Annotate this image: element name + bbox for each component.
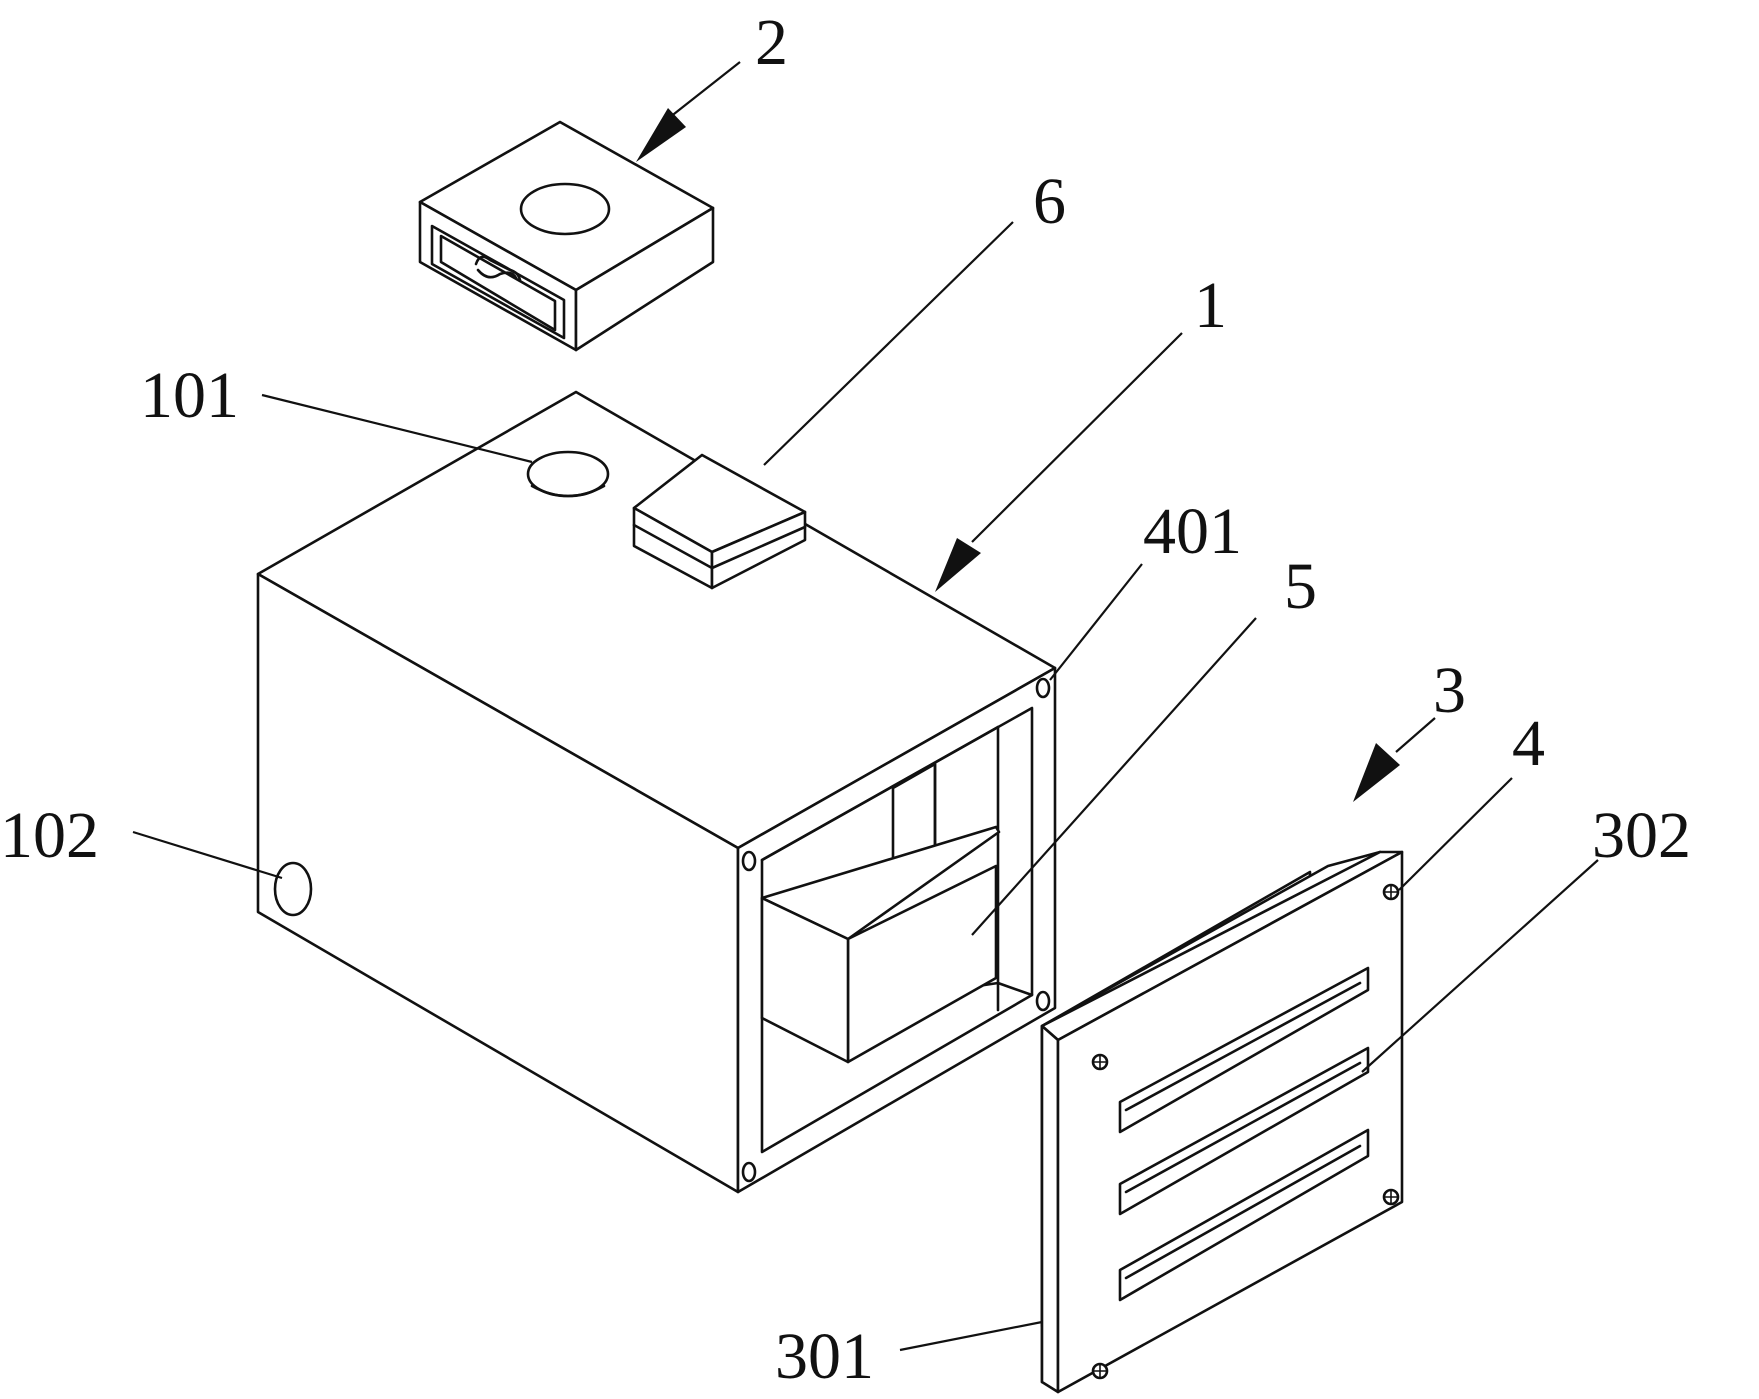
label-101: 101: [140, 359, 239, 432]
drawer-slot-inner: [439, 234, 557, 332]
corner-hole-bottom-left: [741, 1161, 757, 1183]
label-1: 1: [1194, 269, 1227, 342]
drawer-slot-outer: [430, 224, 566, 340]
drawer-box-side: [574, 206, 715, 352]
leaders: [132, 61, 1599, 1352]
leader-6: [763, 221, 1014, 466]
drawer-box-top-hole: [519, 182, 611, 236]
leader-101: [261, 393, 533, 464]
screw-icon: [1091, 1362, 1109, 1380]
label-4: 4: [1512, 707, 1545, 780]
cover-plate-assembly: [1040, 850, 1404, 1394]
label-301: 301: [775, 1320, 874, 1393]
top-small-box: [632, 453, 807, 590]
label-302: 302: [1592, 799, 1691, 872]
label-2: 2: [755, 6, 788, 79]
corner-hole-top-right: [1035, 677, 1051, 699]
screw-icon: [1091, 1053, 1109, 1071]
louver-slot-bottom: [1118, 1128, 1370, 1302]
louver-slot-top: [1118, 966, 1370, 1134]
leader-1: [971, 332, 1183, 543]
screw-icon: [1382, 1188, 1400, 1206]
small-box-side: [710, 510, 807, 590]
drawer-handle: [474, 255, 522, 282]
main-housing: [256, 390, 1057, 1194]
front-plate-left-edge: [1040, 1024, 1060, 1394]
leader-102: [132, 830, 283, 880]
arrowhead-2: [636, 108, 686, 162]
leader-302: [1361, 859, 1599, 1073]
label-3: 3: [1433, 654, 1466, 727]
small-box-lid-line: [632, 523, 807, 570]
screw-icon: [1382, 883, 1400, 901]
labels: 2 6 1 101 401 5 3 4 302 102 301: [0, 6, 1691, 1393]
leader-4: [1398, 777, 1513, 891]
label-6: 6: [1033, 165, 1066, 238]
louver-slot-middle: [1118, 1046, 1370, 1216]
drawer-box: [418, 120, 715, 352]
leader-401: [1049, 563, 1143, 681]
top-hole-inner-edge: [530, 484, 606, 498]
arrowhead-1: [935, 538, 981, 592]
corner-hole-bottom-right: [1035, 990, 1051, 1012]
label-102: 102: [0, 799, 99, 872]
side-hole: [273, 861, 313, 917]
label-5: 5: [1284, 550, 1317, 623]
inner-top-edge: [760, 725, 1000, 862]
leader-5: [971, 617, 1257, 936]
inner-module-left: [760, 896, 850, 1064]
label-401: 401: [1143, 495, 1242, 568]
leader-3: [1395, 717, 1436, 753]
corner-hole-top-left: [741, 850, 757, 872]
arrowhead-3: [1353, 743, 1400, 802]
leader-301: [899, 1320, 1043, 1352]
